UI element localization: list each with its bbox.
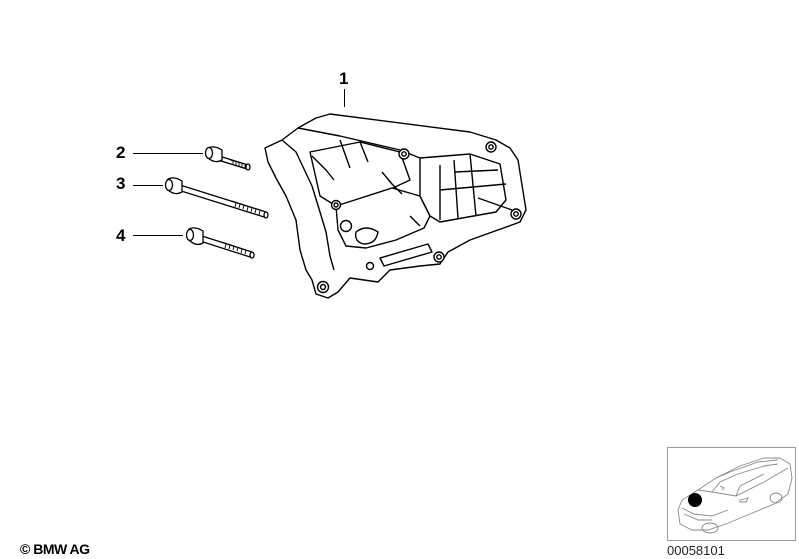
diagram-id: 00058101: [667, 543, 725, 558]
callout-1: 1: [339, 69, 349, 88]
copyright-label: © BMW AG: [20, 541, 90, 557]
callout-3: 3: [116, 174, 126, 193]
vehicle-locator-thumbnail: [667, 447, 796, 541]
leader-line-2: [133, 153, 203, 154]
bolt-medium-drawing: [185, 227, 255, 259]
bolt-long-drawing: [164, 177, 269, 219]
leader-line-3: [133, 185, 163, 186]
car-outline-icon: [677, 457, 793, 534]
leader-line-4: [133, 235, 183, 236]
callout-4: 4: [116, 226, 126, 245]
bolt-short-drawing: [204, 146, 251, 171]
bracket-drawing: [264, 113, 527, 299]
location-marker-icon: [688, 493, 702, 507]
leader-line-1: [344, 89, 345, 107]
callout-2: 2: [116, 143, 126, 162]
